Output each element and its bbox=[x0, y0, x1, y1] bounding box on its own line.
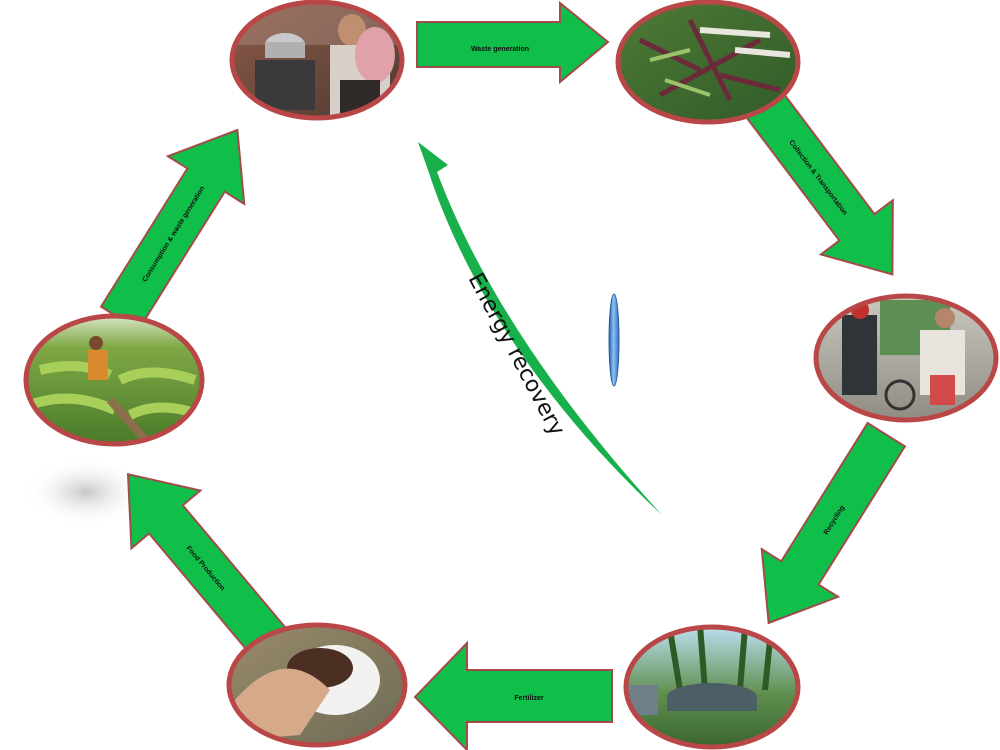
stage-biogas bbox=[623, 624, 801, 750]
energy-recovery-arrow: Energy recovery bbox=[418, 142, 662, 515]
stage-compost bbox=[226, 622, 408, 748]
crop-field-photo-icon bbox=[26, 316, 202, 444]
stage-farm bbox=[23, 313, 205, 447]
arrow-fertilizer: Fertilizer bbox=[413, 640, 613, 750]
stage-waste bbox=[615, 0, 801, 125]
energy-recovery-label: Energy recovery bbox=[463, 269, 570, 440]
compost-in-hand-photo-icon bbox=[229, 625, 405, 745]
arrow-shape bbox=[99, 128, 246, 332]
blue-lens-shape bbox=[608, 293, 620, 387]
arrow-label-fertilizer: Fertilizer bbox=[514, 695, 543, 702]
arrow-food-production: Food Production bbox=[126, 472, 289, 660]
waste-cart-photo-icon bbox=[816, 296, 996, 420]
arrow-shape bbox=[413, 640, 613, 750]
biogas-plant-photo-icon bbox=[626, 627, 798, 747]
stage-cooking bbox=[229, 0, 405, 121]
stage-collection bbox=[813, 293, 999, 423]
arrow-waste-generation: Waste generation bbox=[416, 0, 610, 85]
arrow-consumption-waste-generation: Consumption & waste generation bbox=[99, 128, 246, 332]
arrow-shape bbox=[739, 82, 894, 276]
arrow-shape bbox=[416, 0, 610, 85]
arrow-label-waste-generation: Waste generation bbox=[471, 46, 529, 53]
kitchen-waste-photo-icon bbox=[618, 2, 798, 122]
shadow-blob bbox=[24, 458, 148, 526]
arrow-recycling: Recycling bbox=[760, 421, 907, 625]
arrow-shape bbox=[760, 421, 907, 625]
cooking-stove-photo-icon bbox=[232, 2, 402, 118]
energy-recovery-arrow-shape bbox=[418, 142, 662, 515]
arrow-shape bbox=[126, 472, 289, 660]
